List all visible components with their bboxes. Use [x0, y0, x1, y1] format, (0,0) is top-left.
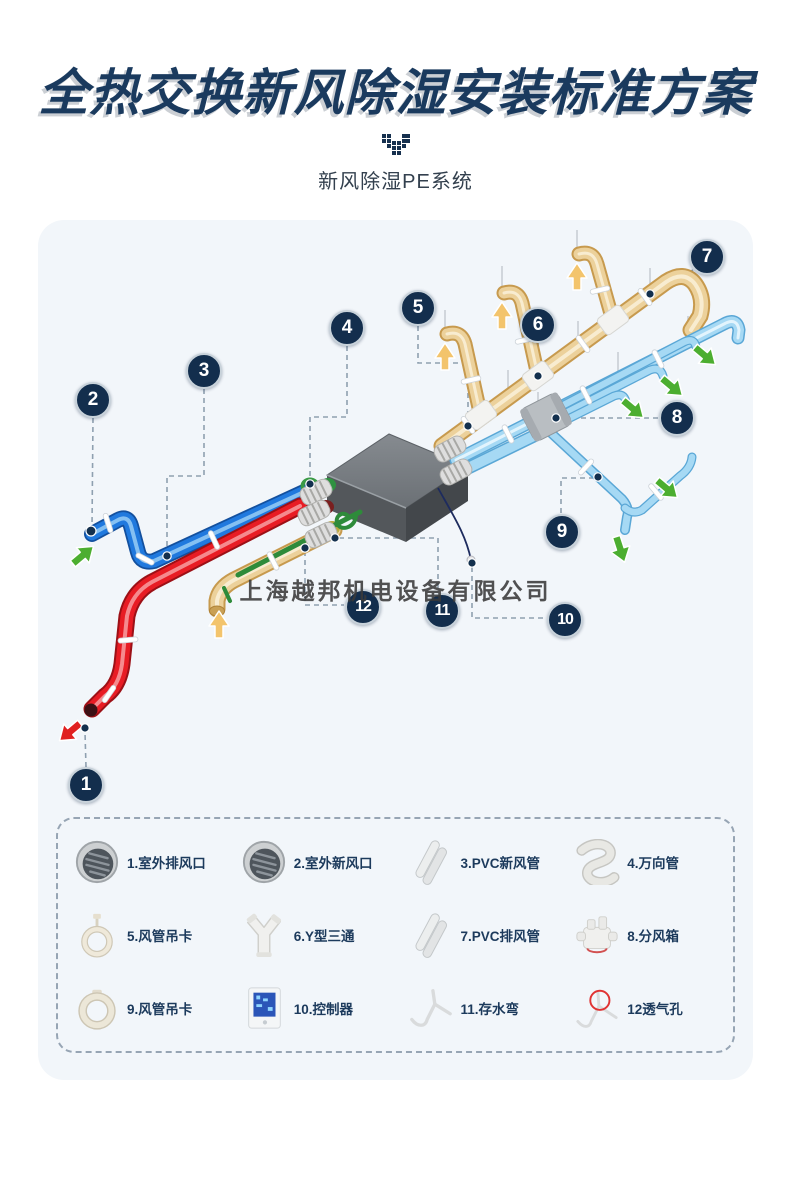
callout-9: 9: [544, 514, 580, 550]
legend-label: 12透气孔: [627, 1002, 683, 1018]
legend-item: 7.PVC排风管: [396, 912, 563, 958]
callout-5: 5: [400, 290, 436, 326]
subtitle: 新风除湿PE系统: [318, 171, 473, 193]
legend-item: 11.存水弯: [396, 985, 563, 1031]
green-intake-arrow: [65, 537, 101, 573]
air-distribution-box: [520, 392, 572, 442]
legend-item: 5.风管吊卡: [62, 912, 229, 958]
green-drain-pipe: [222, 509, 363, 603]
y-tee-icon: [241, 912, 287, 958]
round-clamp-icon: [74, 985, 120, 1031]
callout-1: 1: [68, 767, 104, 803]
legend-item: 12透气孔: [562, 985, 729, 1031]
legend-label: 9.风管吊卡: [127, 1002, 193, 1018]
legend-item: 3.PVC新风管: [396, 839, 563, 885]
legend-label: 11.存水弯: [460, 1002, 520, 1018]
vent-dome-icon: [241, 839, 287, 885]
tan-up-arrow: [434, 342, 456, 371]
duct-hanger-icon: [74, 912, 120, 958]
diagram-panel: 1 2 3 4 5 6 7 8 9 10 11 12 上海越邦机电设备有限公司 …: [38, 220, 753, 1080]
callout-11: 11: [424, 593, 460, 629]
header: 全热交换新风除湿安装标准方案 新风除湿PE系统: [0, 0, 791, 194]
legend-label: 10.控制器: [293, 1002, 354, 1018]
red-exhaust-arrow: [52, 714, 88, 750]
legend-item: 10.控制器: [229, 985, 396, 1031]
tan-up-arrow: [491, 301, 513, 330]
p-trap-icon: [408, 985, 454, 1031]
legend-label: 3.PVC新风管: [460, 855, 541, 871]
pixel-v-logo-icon: [0, 133, 791, 157]
legend-label: 5.风管吊卡: [127, 928, 193, 944]
legend-label: 6.Y型三通: [293, 928, 355, 944]
callout-4: 4: [329, 310, 365, 346]
legend-item: 4.万向管: [562, 838, 729, 888]
green-supply-arrow: [606, 532, 635, 567]
lightblue-supply-pipes: [449, 315, 746, 535]
controller-icon: [241, 985, 287, 1031]
pvc-pipes-icon: [408, 839, 454, 885]
pvc-pipes-icon: [408, 912, 454, 958]
legend-label: 2.室外新风口: [293, 855, 373, 871]
callout-6: 6: [520, 307, 556, 343]
callout-8: 8: [659, 400, 695, 436]
callout-2: 2: [75, 382, 111, 418]
gold-exhaust-ducts: [208, 245, 711, 618]
duct-system-diagram: [52, 230, 746, 768]
parts-legend: 1.室外排风口 2.室外新风口 3.PVC新风管 4.万向管: [56, 817, 735, 1053]
legend-item: 8.分风箱: [562, 912, 729, 958]
page-title: 全热交换新风除湿安装标准方案: [38, 65, 753, 121]
legend-item: 6.Y型三通: [229, 912, 396, 958]
air-distribution-box-icon: [574, 912, 620, 958]
vent-dome-icon: [74, 839, 120, 885]
leader-dots: [80, 289, 655, 733]
legend-item: 2.室外新风口: [229, 839, 396, 885]
callout-10: 10: [547, 602, 583, 638]
callout-3: 3: [186, 353, 222, 389]
flex-s-pipe-icon: [574, 838, 620, 888]
callout-7: 7: [689, 239, 725, 275]
legend-label: 8.分风箱: [627, 928, 680, 944]
legend-item: 9.风管吊卡: [62, 985, 229, 1031]
legend-item: 1.室外排风口: [62, 839, 229, 885]
vent-hole-icon: [574, 985, 620, 1031]
heat-exchanger-unit: [318, 433, 470, 542]
legend-label: 7.PVC排风管: [460, 928, 541, 944]
tan-up-arrow: [566, 262, 588, 291]
legend-label: 1.室外排风口: [127, 855, 206, 871]
company-watermark: 上海越邦机电设备有限公司: [239, 579, 552, 604]
legend-label: 4.万向管: [627, 855, 680, 871]
callout-12: 12: [345, 589, 381, 625]
